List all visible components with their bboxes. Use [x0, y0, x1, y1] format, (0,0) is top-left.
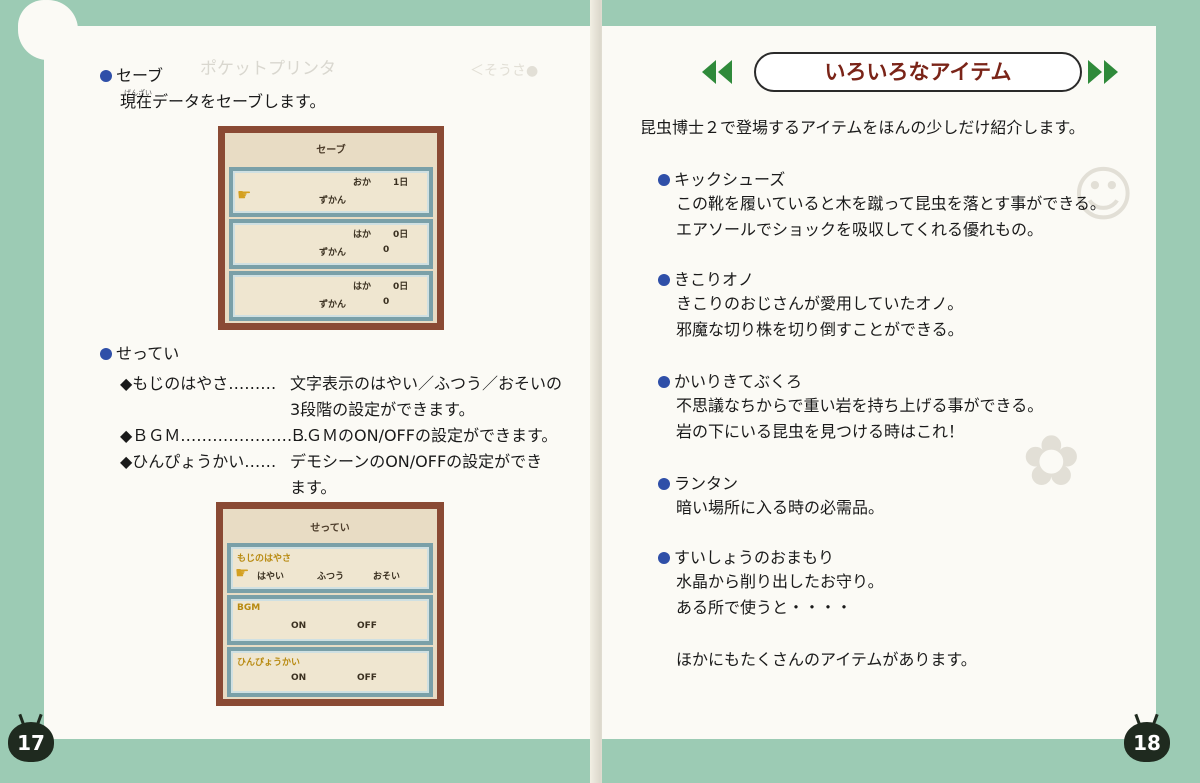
- pointer-hand-icon: ☛: [235, 563, 250, 582]
- setting-bgm-desc: ＢＧＭのON/OFFの設定ができます。: [290, 426, 558, 445]
- frame-bottom: [0, 739, 598, 783]
- save-slot-1: おか 1日 ☛ ずかん: [229, 167, 433, 217]
- item-desc-line: ある所で使うと・・・・: [676, 598, 853, 617]
- items-title: いろいろなアイテム: [754, 52, 1082, 92]
- setting-review-desc: デモシーンのON/OFFの設定ができ: [290, 452, 543, 471]
- page-number-right: 18: [1124, 713, 1170, 762]
- right-page: ☺ ✿ いろいろなアイテム 昆虫博士２で登場するアイテムをほんの少しだけ紹介しま…: [602, 0, 1200, 783]
- slot-label: はか: [353, 282, 372, 292]
- bullet-icon: [100, 70, 112, 82]
- setting-text-speed-desc2: 3段階の設定ができます。: [290, 400, 475, 419]
- option: ふつう: [317, 572, 345, 582]
- frame-left: [0, 0, 44, 783]
- option-on: ON: [291, 621, 307, 631]
- slot-label: おか: [353, 178, 372, 188]
- setting-speed-row: もじのはやさ ☛ はやい ふつう おそい: [227, 543, 433, 593]
- setting-review-desc2: ます。: [290, 478, 337, 497]
- page-number-left: 17: [8, 713, 54, 762]
- bullet-icon: [658, 376, 670, 388]
- bleed-through-illustration: ☺: [1072, 160, 1135, 230]
- item-desc-line: 水晶から削り出したお守り。: [676, 572, 884, 591]
- setting-review-label: ◆ひんぴょうかい……: [120, 452, 277, 471]
- arrow-right-icon: [1104, 60, 1118, 84]
- option-on: ON: [291, 673, 307, 683]
- option: はやい: [257, 572, 285, 582]
- frame-top: [0, 0, 598, 26]
- item-heading-gloves: かいりきてぶくろ: [658, 372, 802, 392]
- arrow-left-icon: [718, 60, 732, 84]
- slot-value: 0日: [393, 282, 409, 292]
- item-desc-line: 暗い場所に入る時の必需品。: [676, 498, 885, 517]
- arrow-left-icon: [702, 60, 716, 84]
- item-heading-crystal-charm: すいしょうのおまもり: [658, 548, 834, 568]
- screen-title: せってい: [310, 523, 350, 534]
- item-desc-line: きこりのおじさんが愛用していたオノ。: [676, 294, 964, 313]
- screen-title: セーブ: [316, 145, 346, 156]
- slot-name: ずかん: [319, 300, 347, 310]
- item-desc-line: エアソールでショックを吸収してくれる優れもの。: [676, 220, 1044, 239]
- save-description: 現在データをセーブします。: [120, 92, 326, 111]
- frame-right: [1156, 0, 1200, 783]
- setting-text-speed-label: ◆もじのはやさ………: [120, 374, 277, 393]
- ruby-annotation: げんざい: [124, 89, 152, 97]
- setting-review-row: ひんぴょうかい ON OFF: [227, 647, 433, 697]
- settings-heading: せってい: [100, 344, 179, 364]
- items-footer: ほかにもたくさんのアイテムがあります。: [676, 650, 977, 669]
- frame-bottom: [602, 739, 1200, 783]
- bleed-through-text: ポケットプリンタ: [200, 59, 336, 79]
- bleed-through-illustration: ✿: [1022, 420, 1081, 502]
- items-title-banner: いろいろなアイテム: [702, 52, 1134, 94]
- slot-value: 0日: [393, 230, 409, 240]
- bullet-icon: [100, 348, 112, 360]
- bullet-icon: [658, 478, 670, 490]
- row-label: もじのはやさ: [237, 554, 292, 564]
- save-heading: セーブ: [100, 66, 163, 86]
- bleed-through-decoration: ＜そうさ●: [470, 63, 539, 79]
- arrow-right-icon: [1088, 60, 1102, 84]
- item-desc-line: 邪魔な切り株を切り倒すことができる。: [676, 320, 964, 339]
- slot-label: はか: [353, 230, 372, 240]
- slot-count: 0: [383, 245, 390, 255]
- save-slot-3: はか 0日 ずかん 0: [229, 271, 433, 321]
- settings-screenshot: せってい もじのはやさ ☛ はやい ふつう おそい BGM ON OFF ひんぴ…: [216, 502, 444, 706]
- slot-name: ずかん: [319, 248, 347, 258]
- option-off: OFF: [357, 621, 377, 631]
- row-label: ひんぴょうかい: [237, 658, 301, 668]
- setting-bgm-label: ◆ＢＧＭ……………………: [120, 426, 309, 445]
- row-label: BGM: [237, 603, 261, 613]
- item-heading-axe: きこりオノ: [658, 270, 754, 290]
- bullet-icon: [658, 174, 670, 186]
- slot-name: ずかん: [319, 196, 347, 206]
- save-screenshot: セーブ おか 1日 ☛ ずかん はか 0日 ずかん 0 はか 0日 ずかん 0: [218, 126, 444, 330]
- slot-value: 1日: [393, 178, 409, 188]
- bullet-icon: [658, 274, 670, 286]
- left-page: ポケットプリンタ ＜そうさ● セーブ げんざい 現在データをセーブします。 セー…: [0, 0, 598, 783]
- item-heading-lantern: ランタン: [658, 474, 738, 494]
- item-desc-line: 岩の下にいる昆虫を見つける時はこれ！: [676, 422, 965, 441]
- option: おそい: [373, 572, 401, 582]
- setting-bgm-row: BGM ON OFF: [227, 595, 433, 645]
- slot-count: 0: [383, 297, 390, 307]
- pointer-hand-icon: ☛: [237, 185, 252, 204]
- item-desc-line: この靴を履いていると木を蹴って昆虫を落とす事ができる。: [676, 194, 1106, 213]
- option-off: OFF: [357, 673, 377, 683]
- right-page-paper: [602, 26, 1156, 739]
- save-slot-2: はか 0日 ずかん 0: [229, 219, 433, 269]
- bullet-icon: [658, 552, 670, 564]
- item-heading-kick-shoes: キックシューズ: [658, 170, 785, 190]
- setting-text-speed-desc: 文字表示のはやい／ふつう／おそいの: [290, 374, 563, 393]
- item-desc-line: 不思議なちからで重い岩を持ち上げる事ができる。: [676, 396, 1044, 415]
- items-intro: 昆虫博士２で登場するアイテムをほんの少しだけ紹介します。: [640, 118, 1085, 137]
- frame-top: [602, 0, 1200, 26]
